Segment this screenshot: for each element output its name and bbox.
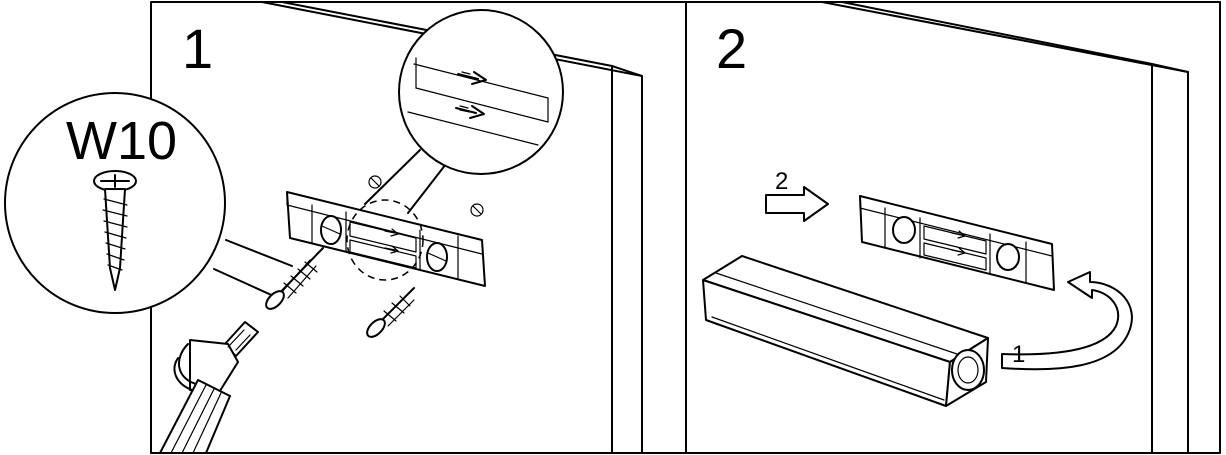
rotate-arrow-label: 1: [1012, 341, 1025, 368]
zoom-guide-lines: [364, 149, 447, 214]
screw-type-label: W10: [66, 111, 177, 171]
detail-highlight-circle: [346, 199, 424, 281]
damper-unit: [702, 255, 989, 407]
mounting-bracket: [286, 191, 486, 287]
screw-right: [366, 287, 415, 338]
drill-mark-left: [368, 175, 382, 189]
installed-bracket: [859, 195, 1055, 291]
panel-step-2: 2 2 1: [685, 1, 1221, 454]
drill-mark-right: [470, 203, 484, 217]
step-number-1: 1: [182, 17, 213, 80]
rotate-arrow: 1: [1001, 271, 1133, 371]
screwdriver: [159, 321, 259, 454]
push-arrow-label: 2: [775, 168, 788, 195]
step-number-2: 2: [716, 17, 747, 80]
cabinet-corner-1: [261, 1, 643, 454]
panel-step-1: 1: [4, 1, 687, 454]
callout-guide-lines: [213, 239, 293, 299]
cabinet-corner-2: [821, 1, 1189, 454]
screw-left: [265, 247, 324, 310]
screw-type-callout: W10: [4, 92, 293, 314]
push-arrow: 2: [765, 168, 829, 222]
zoom-detail-circle: [398, 9, 564, 175]
